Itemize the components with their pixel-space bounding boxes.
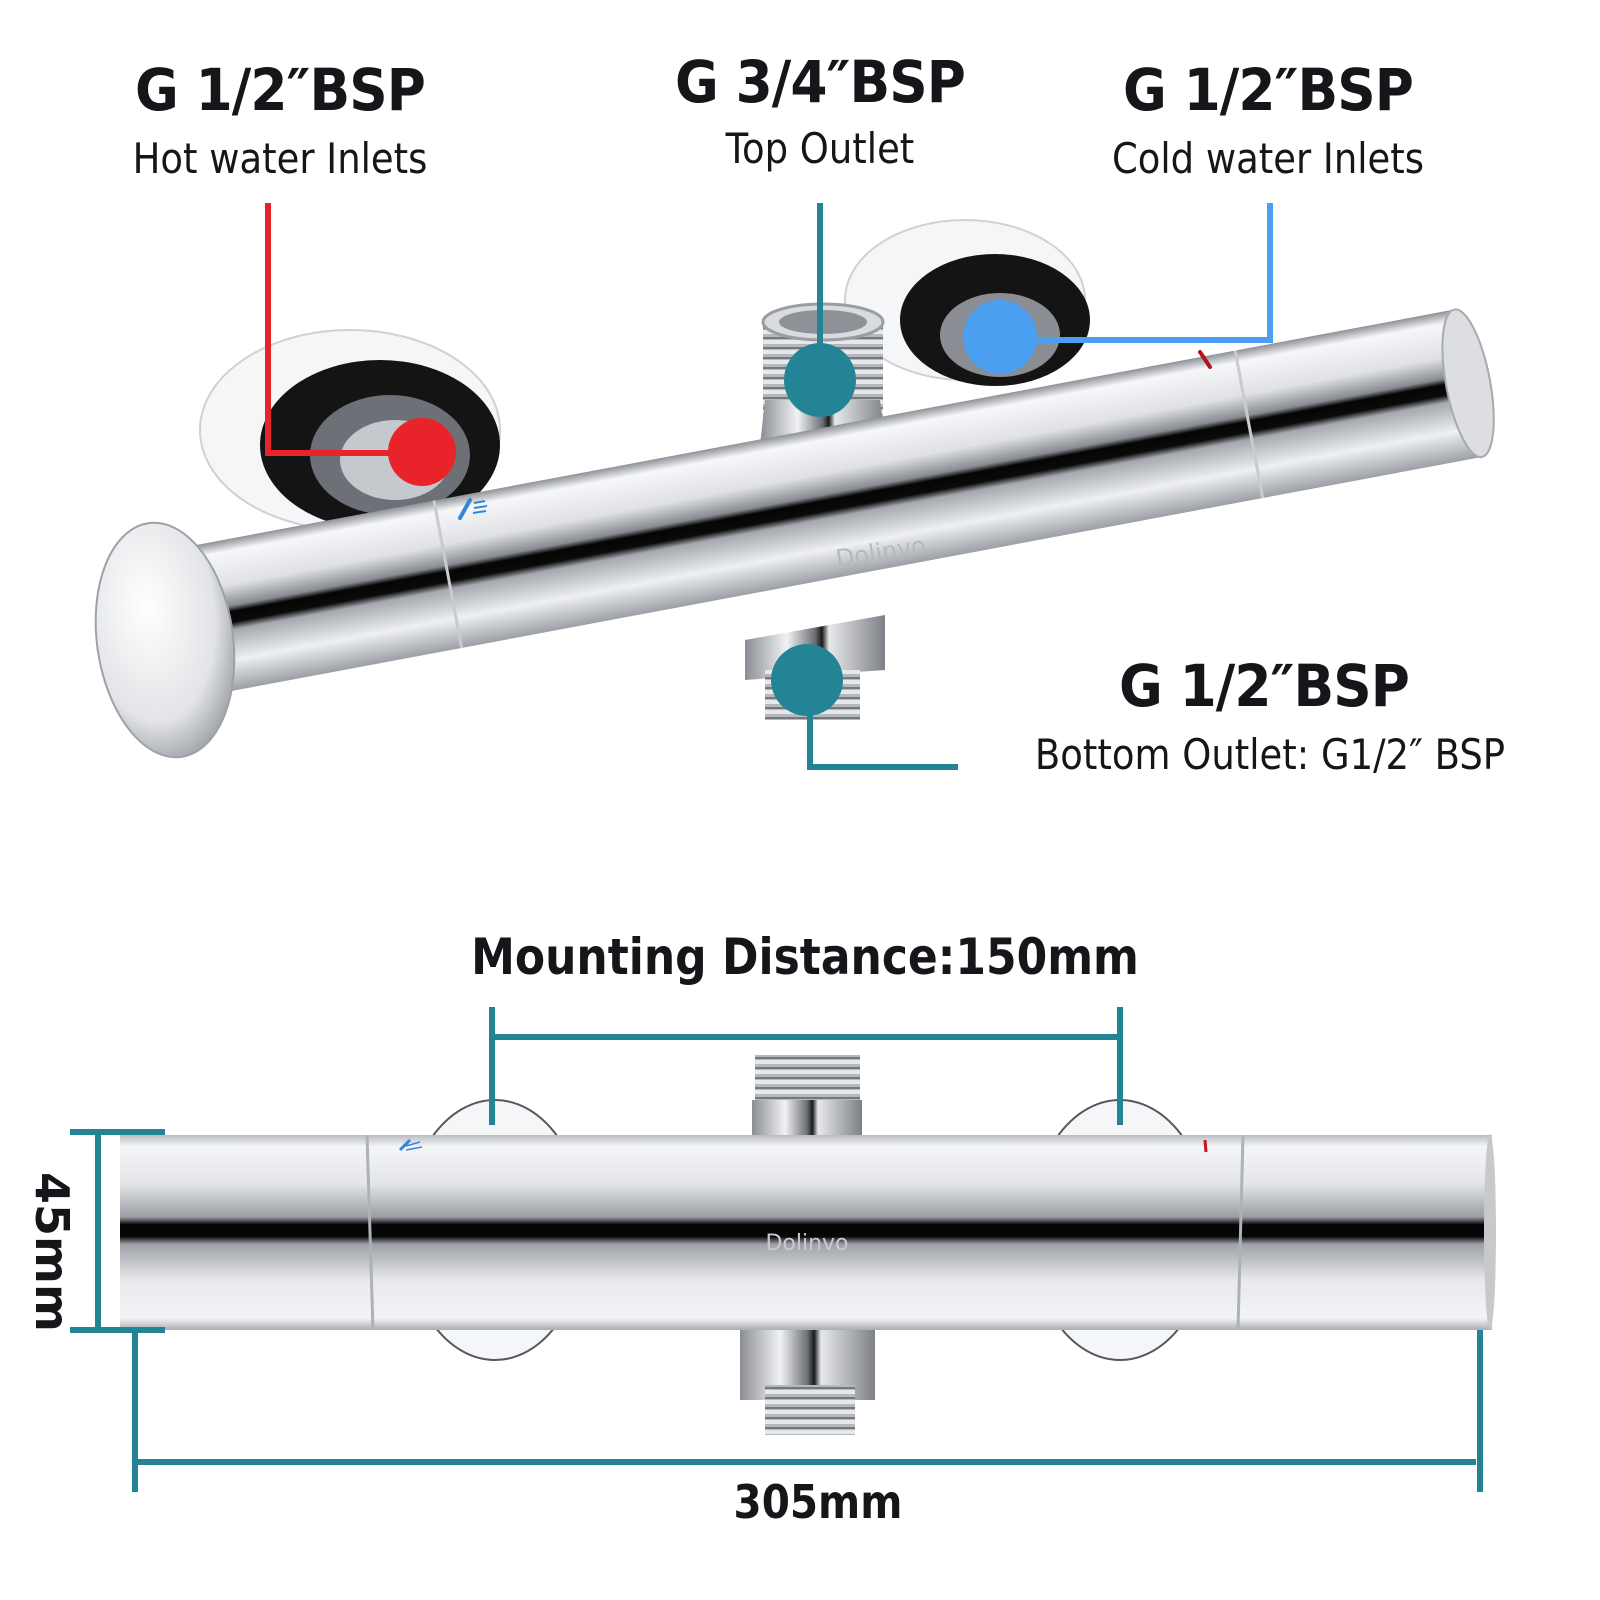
mounting-distance-label: Mounting Distance:150mm xyxy=(471,928,1139,986)
hot-inlet-callout xyxy=(265,203,456,486)
bottom-outlet-thread xyxy=(765,1385,855,1435)
bottom-outlet-spec: G 1/2″BSP xyxy=(1119,652,1410,720)
height-label: 45mm xyxy=(25,1172,79,1332)
top-outlet-thread xyxy=(755,1055,860,1103)
bottom-outlet-body xyxy=(740,1310,875,1400)
thermostat-body-front xyxy=(120,1135,1492,1330)
bottom-outlet-label: Bottom Outlet: G1/2″ BSP xyxy=(1034,730,1506,779)
cold-inlet-spec: G 1/2″BSP xyxy=(1123,56,1414,124)
top-outlet-label: Top Outlet xyxy=(725,124,915,173)
cold-inlet-label: Cold water Inlets xyxy=(1111,134,1425,183)
cold-inlet-callout xyxy=(963,203,1273,374)
mounting-distance-dimension xyxy=(489,1007,1123,1125)
hot-inlet-label: Hot water Inlets xyxy=(132,134,428,183)
shower-flow-icon xyxy=(458,498,488,520)
hot-inlet-spec: G 1/2″BSP xyxy=(135,56,426,124)
left-end-cap xyxy=(94,521,236,759)
thermostat-body-angled xyxy=(119,308,1495,707)
hot-temp-marker xyxy=(1198,350,1212,369)
length-dimension xyxy=(132,1330,1483,1492)
hot-temp-marker-front xyxy=(1203,1139,1208,1153)
top-outlet-callout xyxy=(784,203,856,417)
bottom-outlet-callout xyxy=(771,644,958,770)
front-view: Dolinvo xyxy=(120,1055,1496,1435)
height-dimension xyxy=(70,1129,165,1333)
brand-mark-front: Dolinvo xyxy=(765,1231,848,1256)
length-label: 305mm xyxy=(733,1475,903,1529)
shower-flow-icon-front xyxy=(398,1138,423,1152)
top-outlet-spec: G 3/4″BSP xyxy=(675,48,966,116)
